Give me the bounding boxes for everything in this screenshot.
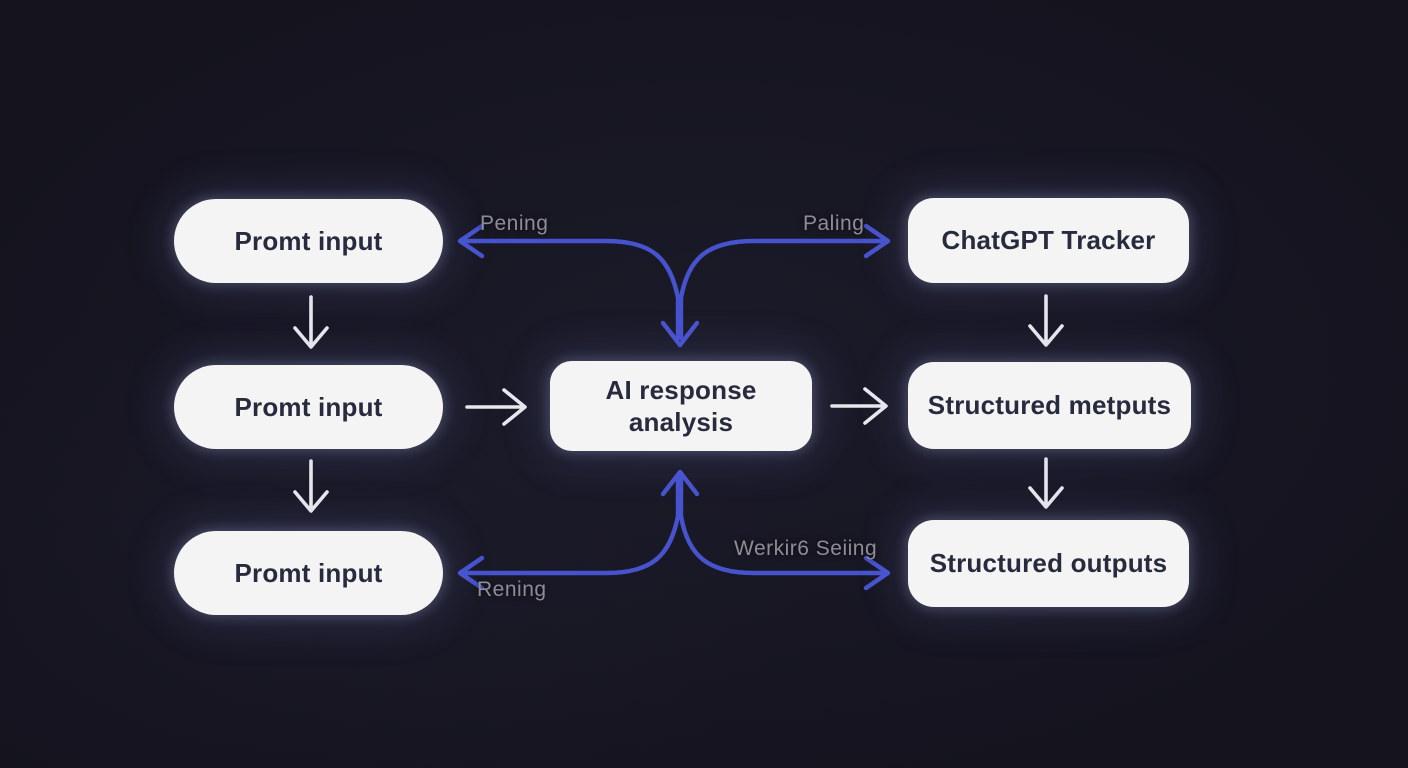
arrow-down-head-icon bbox=[660, 320, 700, 348]
node-chatgpt-tracker: ChatGPT Tracker bbox=[908, 198, 1189, 283]
arrow-right-head-icon bbox=[863, 223, 891, 259]
arrow-up-head-icon bbox=[660, 469, 700, 497]
blue-branch-bottom-right bbox=[678, 475, 888, 576]
node-prompt-input-3: Promt input bbox=[174, 531, 443, 615]
node-prompt-input-1: Promt input bbox=[174, 199, 443, 283]
edge-label-top-left: Pening bbox=[480, 212, 549, 235]
node-label: Promt input bbox=[234, 391, 383, 422]
arrow-right-head-icon bbox=[863, 555, 891, 591]
node-ai-response-analysis: AI response analysis bbox=[550, 361, 812, 451]
node-label: AI response analysis bbox=[605, 374, 757, 438]
node-label: Promt input bbox=[234, 225, 383, 256]
blue-branch-bottom-left bbox=[460, 475, 681, 576]
arrow-down-icon bbox=[293, 295, 329, 349]
edge-label-top-right: Paling bbox=[803, 212, 865, 235]
node-structured-metputs: Structured metputs bbox=[908, 362, 1191, 449]
blue-branch-top-left bbox=[460, 238, 681, 341]
arrow-down-icon bbox=[1028, 294, 1064, 347]
arrow-down-icon bbox=[1028, 457, 1064, 509]
arrow-right-icon bbox=[830, 387, 888, 425]
blue-branch-top-right bbox=[678, 238, 888, 341]
node-label: Promt input bbox=[234, 557, 383, 588]
node-label: ChatGPT Tracker bbox=[941, 225, 1156, 255]
arrow-left-head-icon bbox=[457, 223, 485, 259]
arrow-down-icon bbox=[293, 459, 329, 513]
edge-label-bottom-right: Werkir6 Seiing bbox=[734, 537, 878, 560]
edge-label-bottom-left: Rening bbox=[477, 578, 547, 601]
arrow-right-icon bbox=[465, 388, 527, 426]
arrow-left-head-icon bbox=[457, 555, 485, 591]
node-structured-outputs: Structured outputs bbox=[908, 520, 1189, 607]
node-label: Structured outputs bbox=[929, 548, 1168, 578]
node-prompt-input-2: Promt input bbox=[174, 365, 443, 449]
node-label: Structured metputs bbox=[927, 390, 1172, 420]
